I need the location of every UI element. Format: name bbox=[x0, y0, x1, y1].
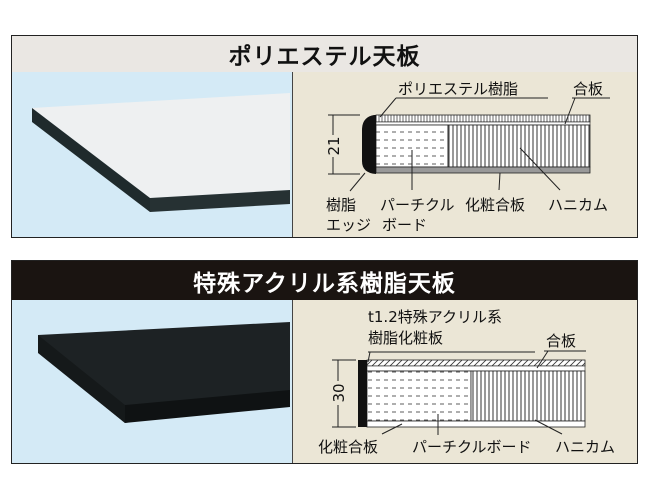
cross-section-diagram bbox=[293, 300, 637, 463]
white-board-photo bbox=[12, 72, 293, 237]
panel-title: 特殊アクリル系樹脂天板 bbox=[12, 261, 637, 301]
cross-section-diagram bbox=[293, 72, 637, 237]
panel-title: ポリエステル天板 bbox=[12, 36, 637, 73]
black-board-photo bbox=[12, 300, 293, 463]
polyester-top-panel: ポリエステル天板 bbox=[11, 35, 638, 238]
acrylic-top-panel: 特殊アクリル系樹脂天板 bbox=[11, 260, 638, 464]
